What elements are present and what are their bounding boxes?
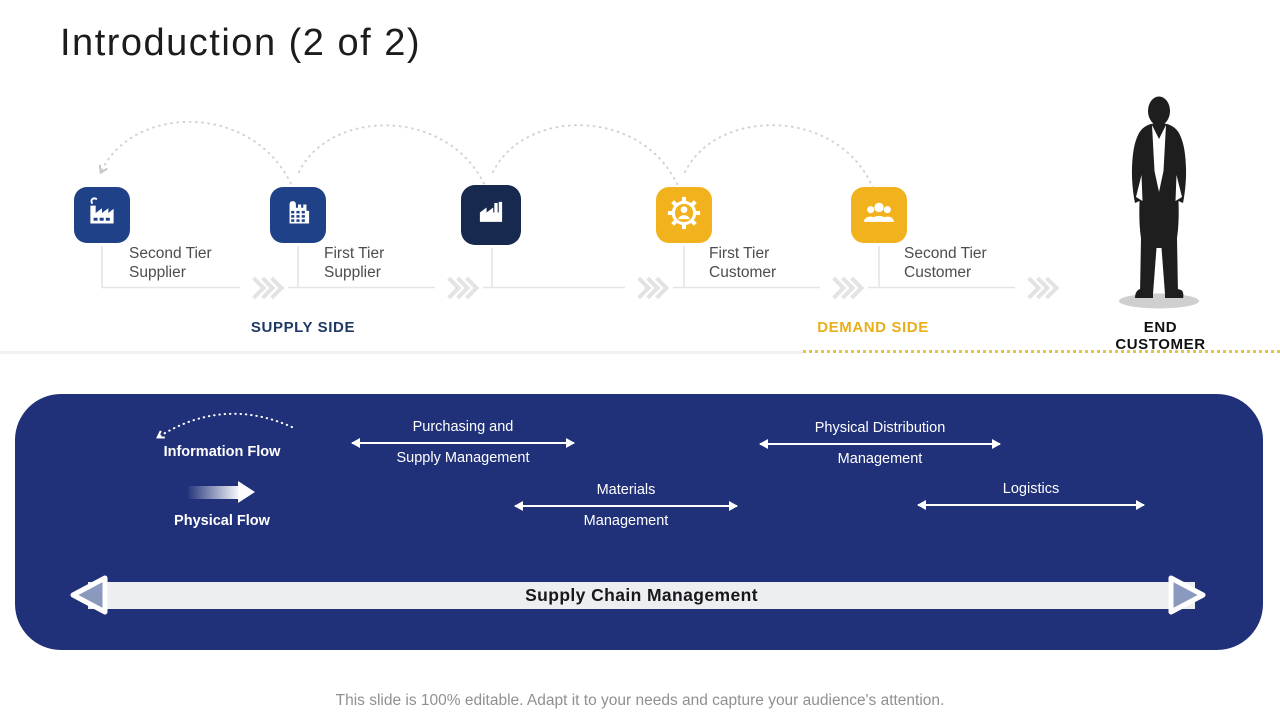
scm-label: Supply Chain Management [525,585,758,605]
manufacturer-tile [461,185,521,245]
first-tier-customer-tile [656,187,712,243]
flow-line1: Logistics [1002,481,1060,497]
second-tier-customer-tile [851,187,907,243]
double-arrow-icon [351,438,575,448]
flow-line2: Supply Management [396,450,530,466]
scm-right-arrow-icon [1168,575,1206,615]
flow-physical-distribution: Physical Distribution Management [759,419,1001,469]
triple-chevron-icon [820,276,868,300]
gear-user-icon [664,193,704,238]
flow-logistics: Logistics [917,480,1145,530]
chain-label-first-tier-supplier: First Tier Supplier [324,245,385,281]
information-flow-label: Information Flow [163,444,281,460]
factory-smoke-icon [83,194,121,237]
flow-materials-management: Materials Management [514,481,738,531]
flow-line2: Management [837,451,923,467]
factory-icon [471,193,511,238]
triple-chevron-icon [625,276,673,300]
flow-purchasing-supply: Purchasing and Supply Management [351,418,575,468]
businessman-silhouette-icon [1116,96,1202,315]
users-icon [859,193,899,238]
chain-label-first-tier-customer: First Tier Customer [709,245,777,281]
double-arrow-icon [759,439,1001,449]
scm-left-arrow-icon [70,575,108,615]
second-tier-supplier-tile [74,187,130,243]
flow-line2: Management [583,513,669,529]
flow-line1: Purchasing and [412,419,514,435]
chain-label-second-tier-customer: Second Tier Customer [904,245,987,281]
footer-note: This slide is 100% editable. Adapt it to… [335,692,945,709]
flow-line1: Materials [596,482,656,498]
triple-chevron-icon [1015,276,1063,300]
building-icon [279,194,317,237]
flow-line2 [918,511,1144,530]
demand-dotted-line [803,350,1280,353]
information-flow-arc-icon [156,412,295,439]
physical-flow-label: Physical Flow [174,513,270,529]
chain-label-second-tier-supplier: Second Tier Supplier [129,245,212,281]
scm-bar: Supply Chain Management [88,582,1195,609]
triple-chevron-icon [240,276,288,300]
divider-line [0,351,803,354]
end-customer-label: END CUSTOMER [1115,319,1206,353]
double-arrow-icon [917,500,1145,510]
supply-chain-panel: Information Flow Physical Flow Purchasin… [15,394,1263,650]
flow-line1: Physical Distribution [814,420,946,436]
demand-side-label: DEMAND SIDE [817,319,929,336]
chain-connector-lines [98,120,1058,289]
physical-flow-arrow-icon [188,481,255,503]
double-arrow-icon [514,501,738,511]
page-title: Introduction (2 of 2) [60,22,422,64]
supply-side-label: SUPPLY SIDE [250,319,356,336]
triple-chevron-icon [435,276,483,300]
first-tier-supplier-tile [270,187,326,243]
